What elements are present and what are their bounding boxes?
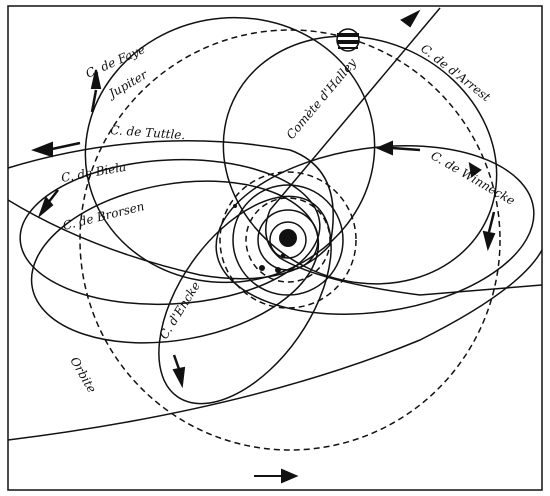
lower-long-orbit [7, 249, 543, 441]
arrow-faye-stem [90, 89, 98, 113]
arrow-bottom [281, 468, 299, 484]
planet-4 [233, 204, 237, 208]
brorsen-orbit [30, 180, 320, 344]
label-arrest: C. de d'Arrest [418, 41, 493, 104]
arrow-right [482, 230, 496, 252]
arrow-faye [90, 69, 102, 89]
arrow-halley [400, 9, 421, 28]
label-brorsen: C. de Brorsen [61, 199, 145, 233]
arrow-biela-stem [47, 189, 59, 204]
inner-orbit-1 [269, 221, 307, 259]
arrow-right-stem [487, 211, 496, 233]
biela-orbit [19, 158, 321, 306]
planet-1 [280, 253, 286, 259]
label-encke: C. d'Encke [157, 279, 203, 342]
arrow-encke-stem [172, 354, 181, 370]
label-halley: Comète d'Halley [284, 56, 360, 142]
inner-orbit-3 [245, 197, 331, 283]
label-winnecke: C. de Winnecke [429, 148, 518, 207]
sun [279, 229, 297, 247]
frame [7, 5, 543, 491]
arrow-winnecke [468, 162, 482, 178]
label-biela: C. de Biela [60, 160, 127, 185]
arrest-orbit [222, 35, 498, 285]
halley-orbit [265, 7, 543, 296]
planet-3 [259, 265, 265, 271]
arrow-tuttle [31, 141, 53, 158]
jupiter-planet [336, 28, 360, 52]
arrow-arrest [375, 140, 393, 156]
label-tuttle: C. de Tuttle. [110, 123, 186, 142]
planet-2 [275, 267, 281, 273]
arrow-arrest-stem [391, 146, 421, 152]
encke-orbit [158, 195, 332, 405]
inner-orbit-2 [257, 209, 319, 271]
label-jupiter: Jupiter [104, 67, 151, 102]
winnecke-orbit [215, 145, 535, 315]
arrow-encke [172, 366, 186, 389]
jupiter-orbit [79, 29, 501, 451]
arrow-tuttle-stem [51, 141, 81, 151]
label-orbite: Orbite [67, 355, 99, 396]
inner-orbit-5 [219, 171, 357, 309]
inner-orbit-4 [232, 184, 344, 296]
